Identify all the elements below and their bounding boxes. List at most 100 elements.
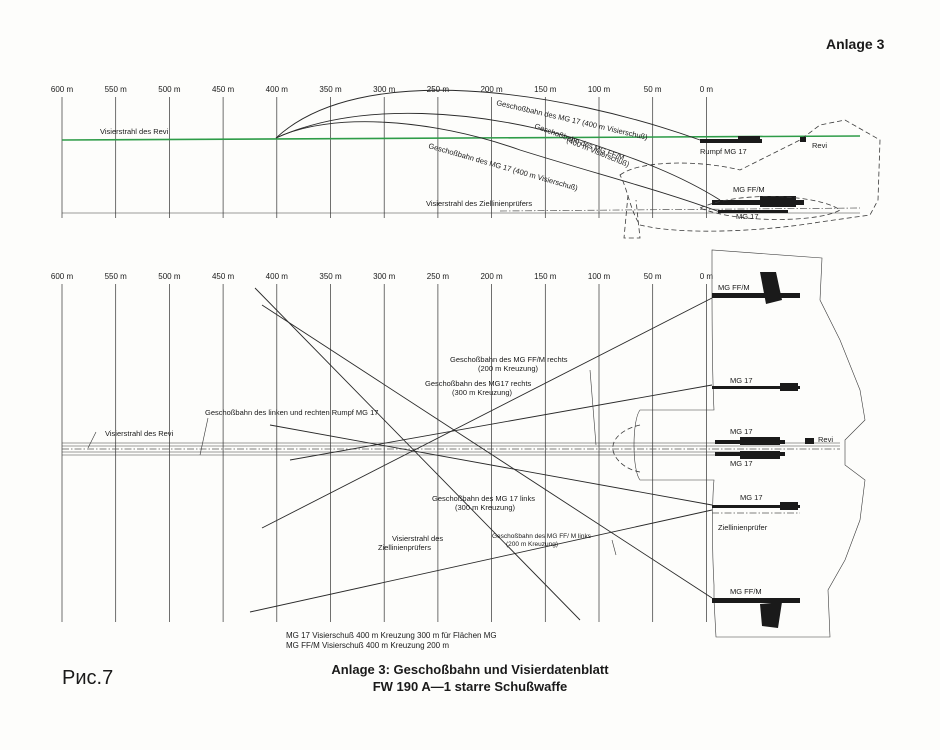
mg17-lower-trajectory-label: Geschoßbahn des MG 17 (400 m Visierschuß… bbox=[427, 141, 579, 192]
leader-mgff-rechts bbox=[589, 369, 597, 446]
leader-revi bbox=[87, 431, 97, 449]
caption: Anlage 3: Geschoßbahn und Visierdatenbla… bbox=[250, 661, 690, 695]
mgff-trajectory bbox=[275, 112, 721, 201]
mgff-rechts-trajectory bbox=[261, 297, 713, 529]
side-view-range-ticks: 600 m 550 m 500 m 450 m 400 m 350 m 300 m 250 m… bbox=[51, 85, 714, 94]
mg17-right-gun-icon bbox=[712, 386, 800, 389]
plan-view-tick-label: 50 m bbox=[644, 272, 662, 281]
mg17-rechts-trajectory bbox=[289, 384, 713, 461]
plan-view-tick-label: 150 m bbox=[534, 272, 557, 281]
side-view-tick-label: 300 m bbox=[373, 85, 396, 94]
plan-view-tick-label: 600 m bbox=[51, 272, 74, 281]
ziel-cross-line-2 bbox=[249, 509, 713, 613]
plan-view-tick-label: 500 m bbox=[158, 272, 181, 281]
side-view-tick-label: 400 m bbox=[266, 85, 289, 94]
rumpf-mg17-gun-icon bbox=[700, 139, 762, 143]
gun-label-mg17-left: MG 17 bbox=[740, 493, 763, 502]
plan-ziel-label-1: Visierstrahl des bbox=[392, 534, 443, 543]
mg17-links-trajectory bbox=[269, 424, 713, 506]
mg17-rechts-label-1: Geschoßbahn des MG17 rechts bbox=[425, 379, 532, 388]
ziel-sight-label: Visierstrahl des Ziellinienprüfers bbox=[426, 199, 532, 208]
mgff-links-trajectory bbox=[261, 304, 713, 599]
side-view-tick-label: 600 m bbox=[51, 85, 74, 94]
mgff-right-magazine-icon bbox=[760, 272, 782, 304]
rumpf-mg17-label: Rumpf MG 17 bbox=[700, 147, 747, 156]
side-view-tick-label: 150 m bbox=[534, 85, 557, 94]
side-view-tick-label: 0 m bbox=[700, 85, 714, 94]
gun-label-mgff-right: MG FF/M bbox=[718, 283, 750, 292]
mgff-links-label-2: (200 m Kreuzung) bbox=[506, 541, 558, 548]
revi-icon bbox=[800, 137, 806, 142]
side-view-tick-label: 250 m bbox=[427, 85, 450, 94]
plan-view-tick-label: 550 m bbox=[105, 272, 128, 281]
side-view-tick-label: 550 m bbox=[105, 85, 128, 94]
mgff-gun-side-icon bbox=[712, 200, 804, 205]
side-view-tick-label: 100 m bbox=[588, 85, 611, 94]
mg17-left-gun-icon bbox=[712, 505, 800, 508]
mgff-left-gun-icon bbox=[712, 598, 800, 603]
mgff-links-label-1: Geschoßbahn des MG FF/ M links bbox=[492, 533, 592, 540]
rumpf-mg17-left-body-icon bbox=[740, 451, 780, 459]
mg17-links-label-2: (300 m Kreuzung) bbox=[455, 503, 516, 512]
side-view-tick-label: 450 m bbox=[212, 85, 235, 94]
revi-label-top: Revi bbox=[812, 141, 827, 150]
side-view: 600 m 550 m 500 m 450 m 400 m 350 m 300 m 250 m… bbox=[51, 85, 881, 239]
revi-sight-line bbox=[61, 135, 861, 141]
spinner-outline bbox=[612, 424, 641, 473]
figure-label: Рис.7 bbox=[62, 667, 114, 689]
mgffm-label-top: MG FF/M bbox=[733, 185, 765, 194]
note-line-2: MG FF/M Visierschuß 400 m Kreuzung 200 m bbox=[286, 641, 450, 650]
mg17-label-top: MG 17 bbox=[736, 212, 759, 221]
side-view-tick-label: 350 m bbox=[319, 85, 342, 94]
gear-outline bbox=[623, 194, 641, 239]
gun-label-mgff-left: MG FF/M bbox=[730, 587, 762, 596]
mg17-right-body-icon bbox=[780, 383, 798, 391]
plan-revi-sight-label: Visierstrahl des Revi bbox=[105, 429, 174, 438]
mg17-wing-gun-side-icon bbox=[718, 210, 788, 213]
plan-view-tick-label: 450 m bbox=[212, 272, 235, 281]
wing-planform-outline bbox=[633, 249, 866, 638]
mg17-links-label-1: Geschoßbahn des MG 17 links bbox=[432, 494, 535, 503]
revi-sight-label: Visierstrahl des Revi bbox=[100, 127, 169, 136]
gun-label-rumpf-left: MG 17 bbox=[730, 459, 753, 468]
ziel-sight-line bbox=[499, 207, 861, 212]
gun-label-rumpf-right: MG 17 bbox=[730, 427, 753, 436]
plan-view-tick-label: 0 m bbox=[700, 272, 714, 281]
rumpf-mg17-body-icon bbox=[738, 136, 760, 143]
plan-view-tick-label: 250 m bbox=[427, 272, 450, 281]
mgff-right-gun-icon bbox=[712, 293, 800, 298]
caption-line-1: Anlage 3: Geschoßbahn und Visierdatenbla… bbox=[331, 662, 609, 677]
mg17-left-body-icon bbox=[780, 502, 798, 510]
plan-view-range-ticks: 600 m 550 m 500 m 450 m 400 m 350 m 300 m 250 m… bbox=[51, 272, 714, 281]
side-view-tick-label: 200 m bbox=[480, 85, 503, 94]
mgff-left-magazine-icon bbox=[760, 602, 782, 628]
fuselage-outline bbox=[619, 119, 881, 232]
mg17-rechts-label-2: (300 m Kreuzung) bbox=[452, 388, 513, 397]
revi-plan-icon bbox=[805, 438, 814, 444]
side-view-tick-label: 50 m bbox=[644, 85, 662, 94]
plan-ziel-label-2: Ziellinienprüfers bbox=[378, 543, 431, 552]
plan-view-tick-label: 300 m bbox=[373, 272, 396, 281]
plan-revi-label: Revi bbox=[818, 435, 833, 444]
rumpf-trajectory-label: Geschoßbahn des linken und rechten Rumpf… bbox=[205, 408, 378, 417]
mgff-rechts-label-2: (200 m Kreuzung) bbox=[478, 364, 539, 373]
rumpf-mg17-right-body-icon bbox=[740, 437, 780, 445]
plan-view-range-grid bbox=[61, 284, 707, 622]
appendix-label: Anlage 3 bbox=[826, 36, 885, 52]
leader-rumpf bbox=[199, 417, 209, 456]
plan-view-tick-label: 400 m bbox=[266, 272, 289, 281]
plan-view-tick-label: 200 m bbox=[480, 272, 503, 281]
ziellinienpruefer-label: Ziellinienprüfer bbox=[718, 523, 768, 532]
plan-view-tick-label: 100 m bbox=[588, 272, 611, 281]
side-view-tick-label: 500 m bbox=[158, 85, 181, 94]
plan-view-tick-label: 350 m bbox=[319, 272, 342, 281]
notes-block: MG 17 Visierschuß 400 m Kreuzung 300 m f… bbox=[286, 631, 497, 651]
mgff-body-side-icon bbox=[760, 196, 796, 207]
plan-view: 600 m 550 m 500 m 450 m 400 m 350 m 300 m 250 m… bbox=[51, 249, 866, 638]
ziel-cross-line-1 bbox=[254, 287, 581, 621]
mg17-trajectory-upper bbox=[275, 89, 701, 141]
leader-mgff-links bbox=[611, 539, 617, 556]
mgff-rechts-label-1: Geschoßbahn des MG FF/M rechts bbox=[450, 355, 568, 364]
